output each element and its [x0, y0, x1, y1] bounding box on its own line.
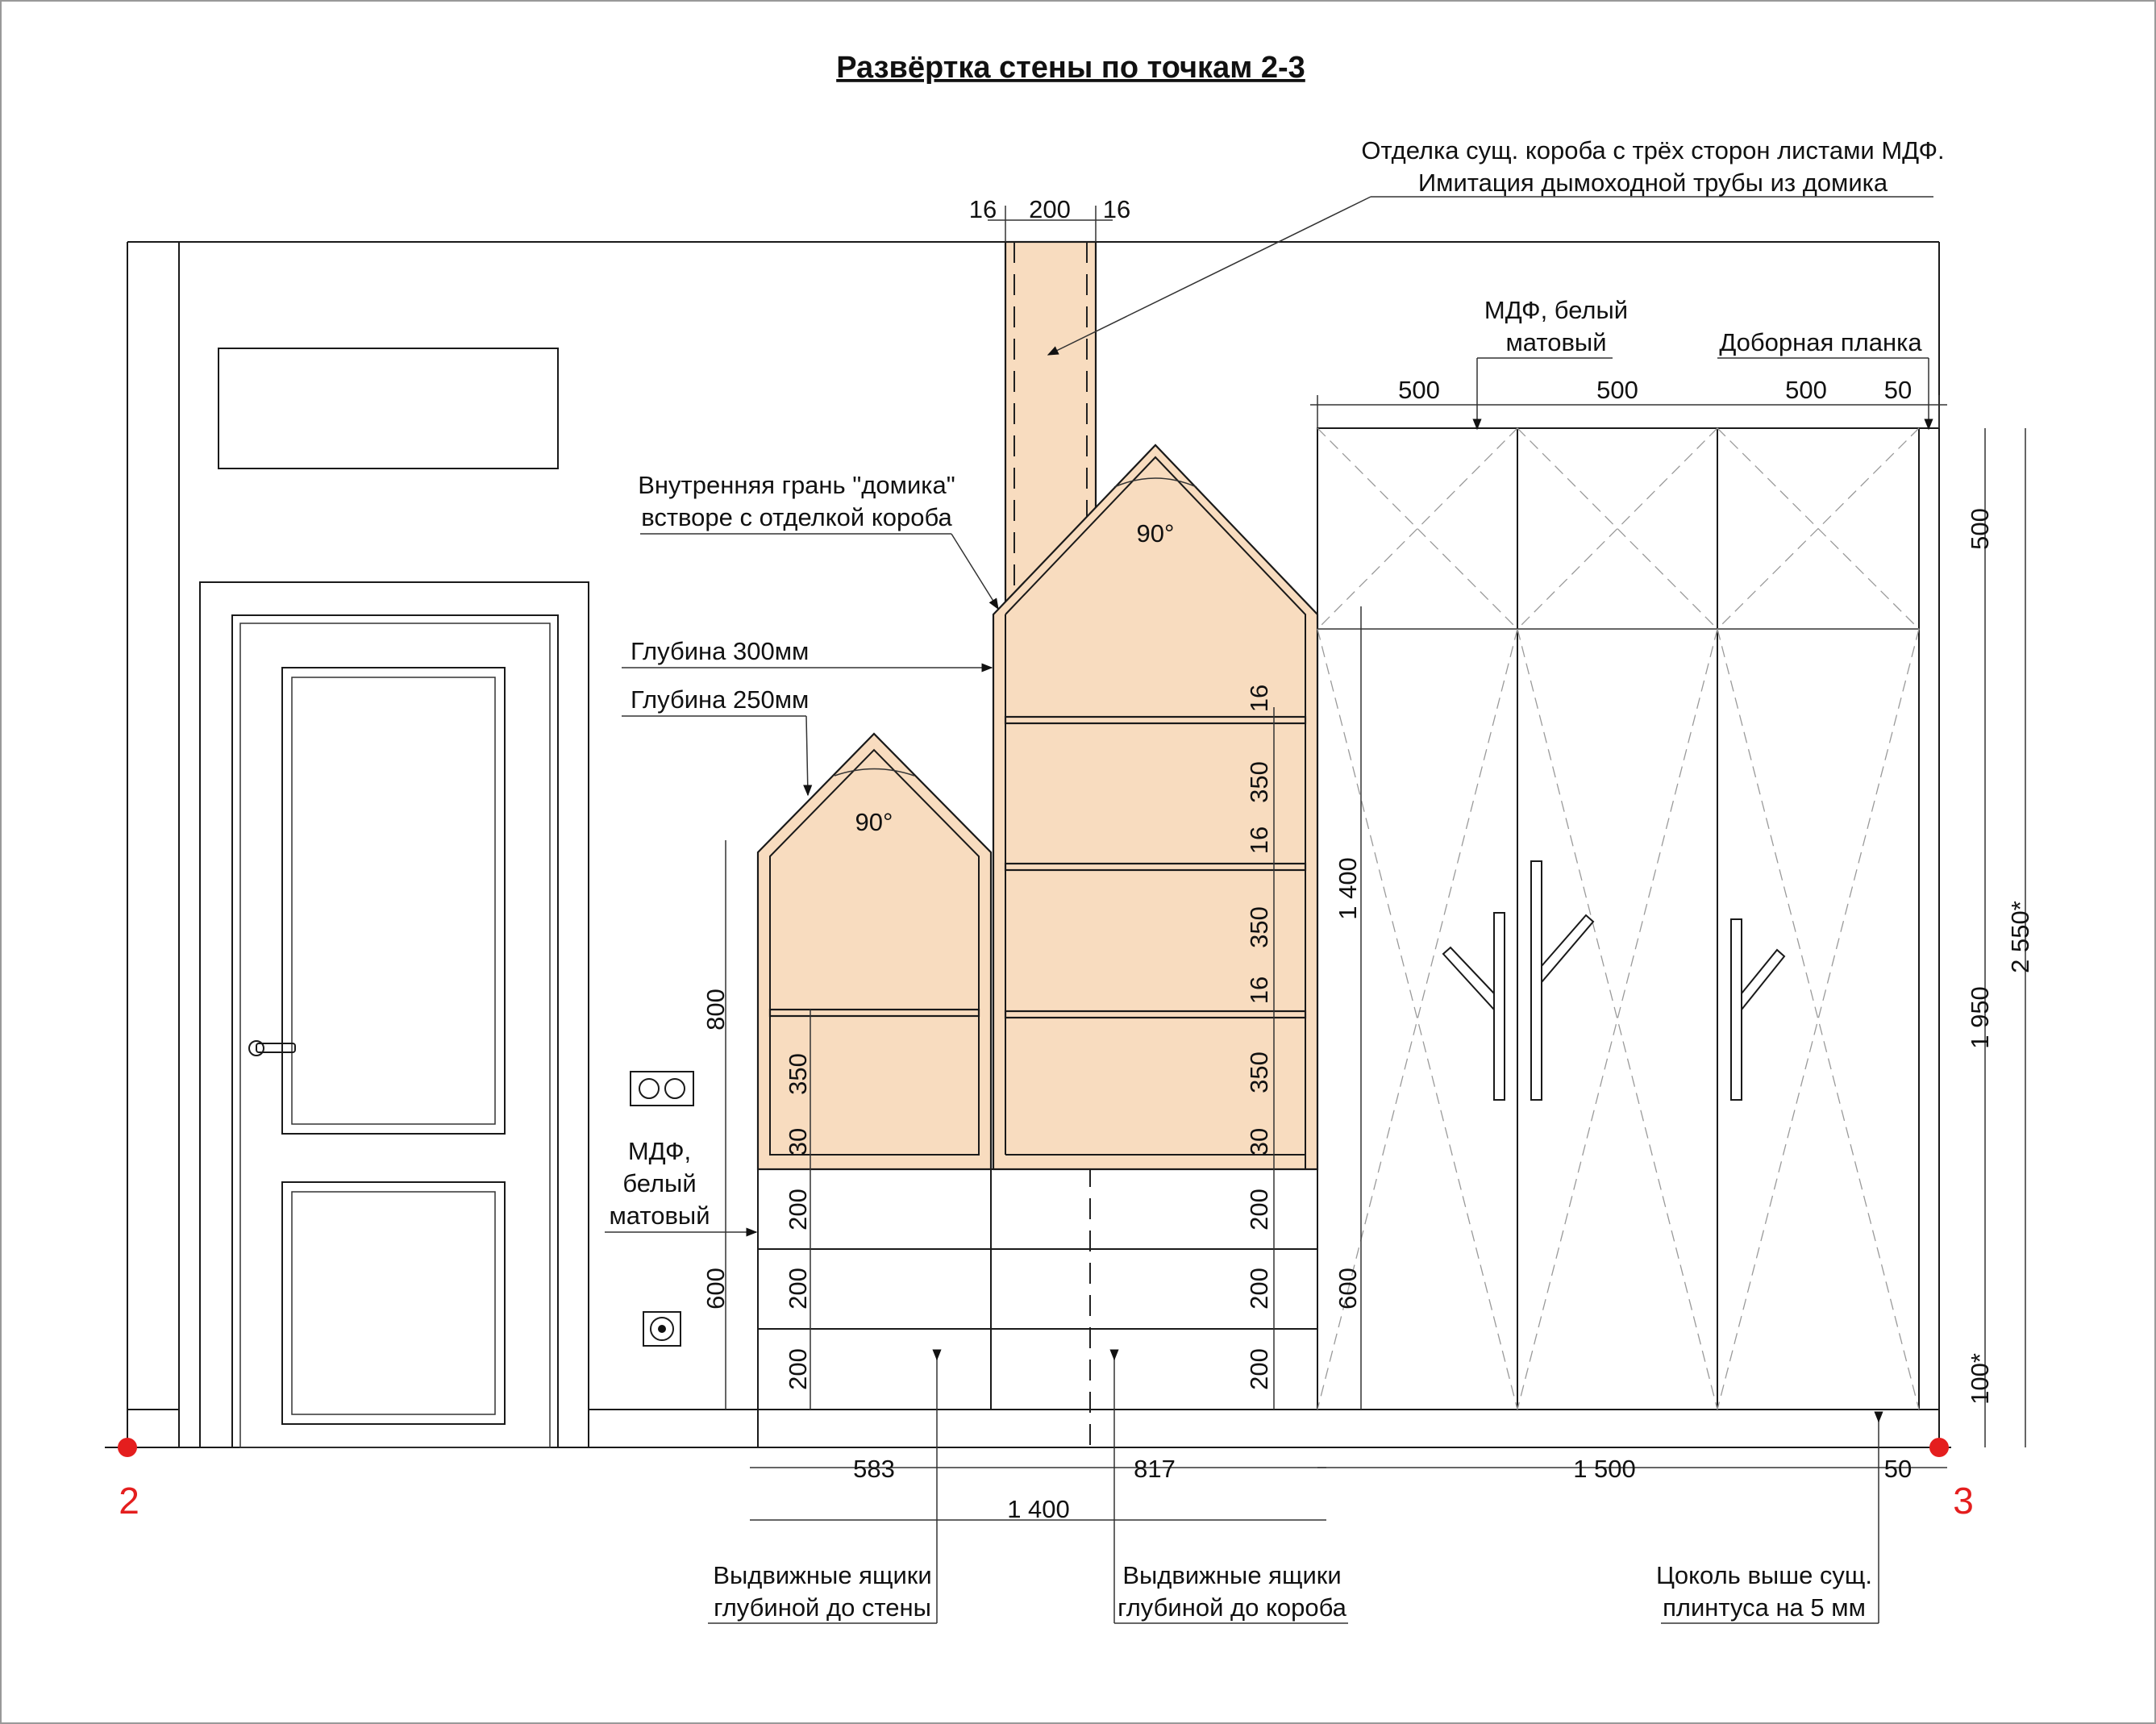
dim-small-drawer-2: 200 [784, 1268, 812, 1310]
dim-wardrobe-w2: 500 [1596, 376, 1638, 404]
dim-door-lower: 600 [1334, 1268, 1362, 1310]
dim-small-height: 800 [701, 989, 730, 1031]
point-3-label: 3 [1953, 1480, 1974, 1522]
chimney-note-line-1: Отделка сущ. короба с трёх сторон листам… [1361, 136, 1944, 164]
drawers-box-line-2: глубиной до короба [1118, 1593, 1347, 1622]
inner-face-note-line-2: встворе с отделкой короба [641, 503, 952, 531]
dim-wardrobe-total: 2 550* [2006, 901, 2034, 973]
callout-leaders [605, 196, 1933, 1624]
dim-bottom-50: 50 [1884, 1455, 1912, 1483]
drawers-wall-line-2: глубиной до стены [714, 1593, 931, 1622]
dimension-lines [725, 206, 2026, 1521]
small-house-shelf: 90° [756, 732, 993, 1171]
dim-big-drawer-1: 200 [1245, 1189, 1273, 1231]
dim-bottom-817: 817 [1134, 1455, 1176, 1483]
inner-face-note-line-1: Внутренняя грань "домика" [638, 471, 955, 499]
dim-chimney-right: 16 [1103, 195, 1130, 223]
dim-big-shelf-16c: 16 [1245, 977, 1273, 1004]
wall-panel [218, 348, 559, 469]
dim-wardrobe-trim: 50 [1884, 376, 1912, 404]
dim-small-shelf-350: 350 [784, 1053, 812, 1095]
dim-big-shelf-350b: 350 [1245, 906, 1273, 948]
big-house-shelf: 90° [992, 443, 1319, 1171]
drawing-title: Развёртка стены по точкам 2-3 [836, 51, 1305, 85]
dim-big-drawer-2: 200 [1245, 1268, 1273, 1310]
point-2-label: 2 [119, 1480, 139, 1522]
plinth-line-2: плинтуса на 5 мм [1663, 1593, 1866, 1622]
socket-double-icon [630, 1071, 694, 1106]
dim-small-drawer-1: 200 [784, 1189, 812, 1231]
mdf-left-line-1: МДФ, [628, 1137, 691, 1165]
dim-bottom-1400: 1 400 [1007, 1495, 1070, 1523]
dim-wardrobe-w1: 500 [1398, 376, 1440, 404]
vertical-dimension-texts: 500 1 950 2 550* 100* 1 400 600 16 350 1… [701, 508, 2034, 1405]
socket-single-icon [643, 1311, 681, 1347]
point-2-marker [118, 1438, 137, 1457]
drawers-box-line-1: Выдвижные ящики [1122, 1561, 1341, 1589]
dim-big-shelf-16b: 16 [1245, 827, 1273, 854]
dim-wardrobe-top: 500 [1966, 508, 1994, 550]
dimension-texts: 16 200 16 500 500 500 50 583 817 1 500 5… [853, 195, 1912, 1523]
point-3-marker [1929, 1438, 1949, 1457]
dim-big-shelf-350a: 350 [1245, 761, 1273, 803]
dim-bottom-583: 583 [853, 1455, 895, 1483]
depth-250-note: Глубина 250мм [631, 685, 809, 714]
point-markers: 2 3 [118, 1438, 1974, 1522]
drawers-wall-line-1: Выдвижные ящики [713, 1561, 931, 1589]
trim-strip-note: Доборная планка [1719, 328, 1922, 356]
dim-big-shelf-16a: 16 [1245, 685, 1273, 712]
door [199, 581, 589, 1448]
dim-chimney-width: 200 [1029, 195, 1071, 223]
door-handle-icon [248, 1040, 296, 1056]
dim-wardrobe-w3: 500 [1785, 376, 1827, 404]
chimney-note-line-2: Имитация дымоходной трубы из домика [1418, 169, 1888, 197]
small-house-angle: 90° [855, 808, 893, 836]
big-house-angle: 90° [1137, 519, 1175, 548]
dim-door-upper: 1 400 [1334, 857, 1362, 920]
branch-handle-icon [1442, 860, 1786, 1101]
callout-texts: Отделка сущ. короба с трёх сторон листам… [609, 136, 1944, 1622]
mdf-top-line-2: матовый [1505, 328, 1606, 356]
mdf-top-line-1: МДФ, белый [1484, 296, 1628, 324]
wardrobe [1317, 427, 1939, 1410]
dim-bottom-1500: 1 500 [1573, 1455, 1636, 1483]
dim-big-shelf-30: 30 [1245, 1128, 1273, 1156]
plinth-line-1: Цоколь выше сущ. [1656, 1561, 1872, 1589]
dim-chimney-left: 16 [969, 195, 997, 223]
depth-300-note: Глубина 300мм [631, 637, 809, 665]
dim-wardrobe-plinth: 100* [1966, 1353, 1994, 1405]
dim-small-drawer-3: 200 [784, 1348, 812, 1390]
dim-wardrobe-body: 1 950 [1966, 986, 1994, 1049]
dim-big-shelf-350c: 350 [1245, 1051, 1273, 1093]
dim-small-drawers-total: 600 [701, 1268, 730, 1310]
mdf-left-line-3: матовый [609, 1201, 710, 1230]
mdf-left-line-2: белый [622, 1169, 696, 1197]
dim-small-shelf-30: 30 [784, 1128, 812, 1156]
dim-big-drawer-3: 200 [1245, 1348, 1273, 1390]
